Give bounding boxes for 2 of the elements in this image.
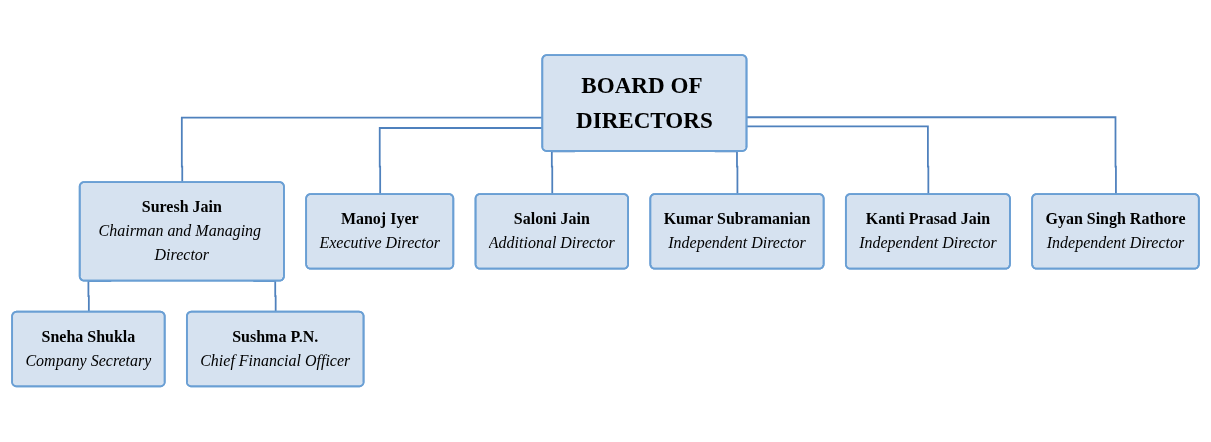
connector: [746, 116, 1117, 196]
connector: [746, 125, 930, 196]
